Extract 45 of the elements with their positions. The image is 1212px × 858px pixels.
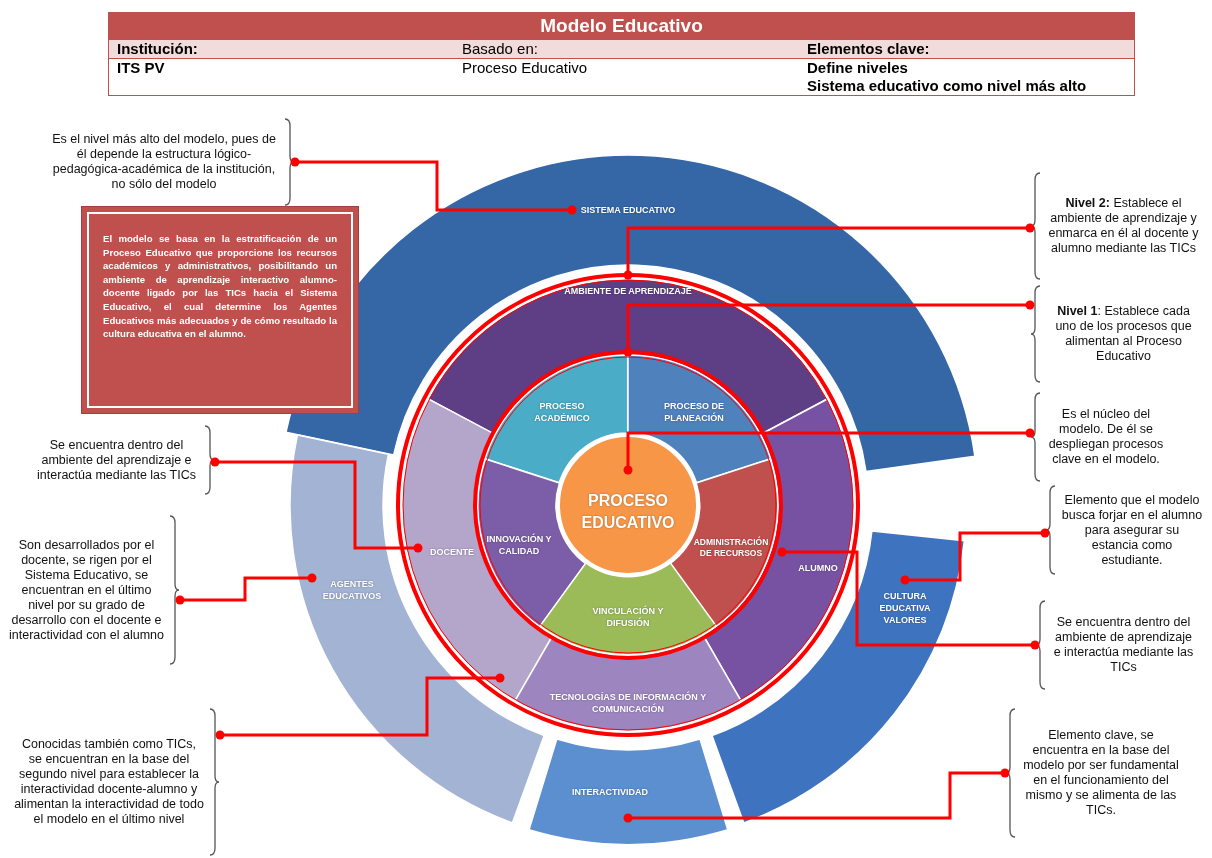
leader-line (210, 457, 423, 553)
table-title: Modelo Educativo (109, 13, 1134, 40)
segment-label: ALUMNO (798, 561, 838, 575)
callout-text: Se encuentra dentro del ambiente de aprendizaje e interactúa mediante las TICs (1052, 615, 1195, 675)
note-text: El modelo se basa en la estratificación de un Proceso Educativo que proporcione los recursos académicos y administrativos, posibilitando un ambiente de aprendizaje interactivo alumno-docente ligado por las TICs hacia el Sistema Educativo, el cual determine los Agentes Educativos más adecuados y de cómo resultado la cultura educativa en el alumno. (103, 232, 337, 341)
note-panel (82, 207, 358, 413)
ring-segment (290, 434, 545, 823)
segment-label: INTERACTIVIDAD (572, 785, 648, 799)
leader-line (215, 673, 505, 740)
ring-outline (472, 349, 784, 661)
segment-label: CULTURA EDUCATIVA VALORES (878, 589, 932, 627)
segment-label: TECNOLOGÍAS DE INFORMACIÓN Y COMUNICACIÓN (548, 690, 708, 716)
segment-label: PROCESO EDUCATIVO (580, 491, 676, 533)
leader-line (175, 573, 317, 605)
table-text: Basado en: (454, 40, 799, 59)
callout-text: Nivel 2: Establece el ambiente de aprendizaje y enmarca en él al docente y alumno mediante las TICs (1047, 196, 1200, 256)
segment-label: AMBIENTE DE APRENDIZAJE (564, 284, 692, 298)
leader-line (623, 428, 1035, 475)
segment-label: ADMINISTRACIÓN DE RECURSOS (692, 536, 770, 560)
leader-line (623, 300, 1035, 357)
callout-text: Nivel 1: Establece cada uno de los procesos que alimentan al Proceso Educativo (1054, 304, 1193, 364)
callout-text: Conocidas también como TICs, se encuentran en la base del segundo nivel para establecer la interactividad docente-alumno y alimentan la interactividad de todo el modelo en el último nivel (13, 737, 205, 827)
callout-text: Elemento que el modelo busca forjar en el alumno para asegurar su estancia como estudiante. (1060, 492, 1204, 568)
segment-label: VINCULACIÓN Y DIFUSIÓN (591, 604, 665, 630)
ring-outline (395, 272, 861, 738)
callout-text: Se encuentra dentro del ambiente del aprendizaje e interactúa mediante las TICs (36, 437, 197, 483)
table-text: Institución: (109, 40, 454, 59)
callout-text: Elemento clave, se encuentra en la base del modelo por ser fundamental en el funcionamiento del mismo y se alimenta de las TICs. (1022, 728, 1180, 818)
callout-text: Son desarrollados por el docente, se rigen por el Sistema Educativo, se encuentran en el último nivel por su grado de desarrollo con el docente e interactividad con el alumno (8, 537, 165, 643)
segment-label: DOCENTE (430, 545, 474, 559)
ring-segment (539, 563, 717, 655)
segment-label: SISTEMA EDUCATIVO (580, 203, 676, 217)
segment-label: PROCESO DE PLANEACIÓN (663, 399, 725, 425)
segment-label: PROCESO ACADÉMICO (533, 399, 591, 425)
leader-line (290, 157, 577, 215)
leader-line (777, 547, 1040, 650)
leader-line (623, 768, 1010, 823)
ring-segment (528, 739, 728, 845)
leader-line (623, 223, 1035, 280)
leader-line (900, 528, 1050, 585)
table-text: Elementos clave: (799, 40, 1134, 59)
callout-text: Es el nivel más alto del modelo, pues de él depende la estructura lógico-pedagógica-académica de la institución, no sólo del modelo (51, 132, 277, 192)
segment-label: INNOVACIÓN Y CALIDAD (485, 532, 553, 558)
callout-text: Es el núcleo del modelo. De él se despliegan procesos clave en el modelo. (1047, 407, 1165, 467)
segment-label: AGENTES EDUCATIVOS (321, 577, 383, 603)
